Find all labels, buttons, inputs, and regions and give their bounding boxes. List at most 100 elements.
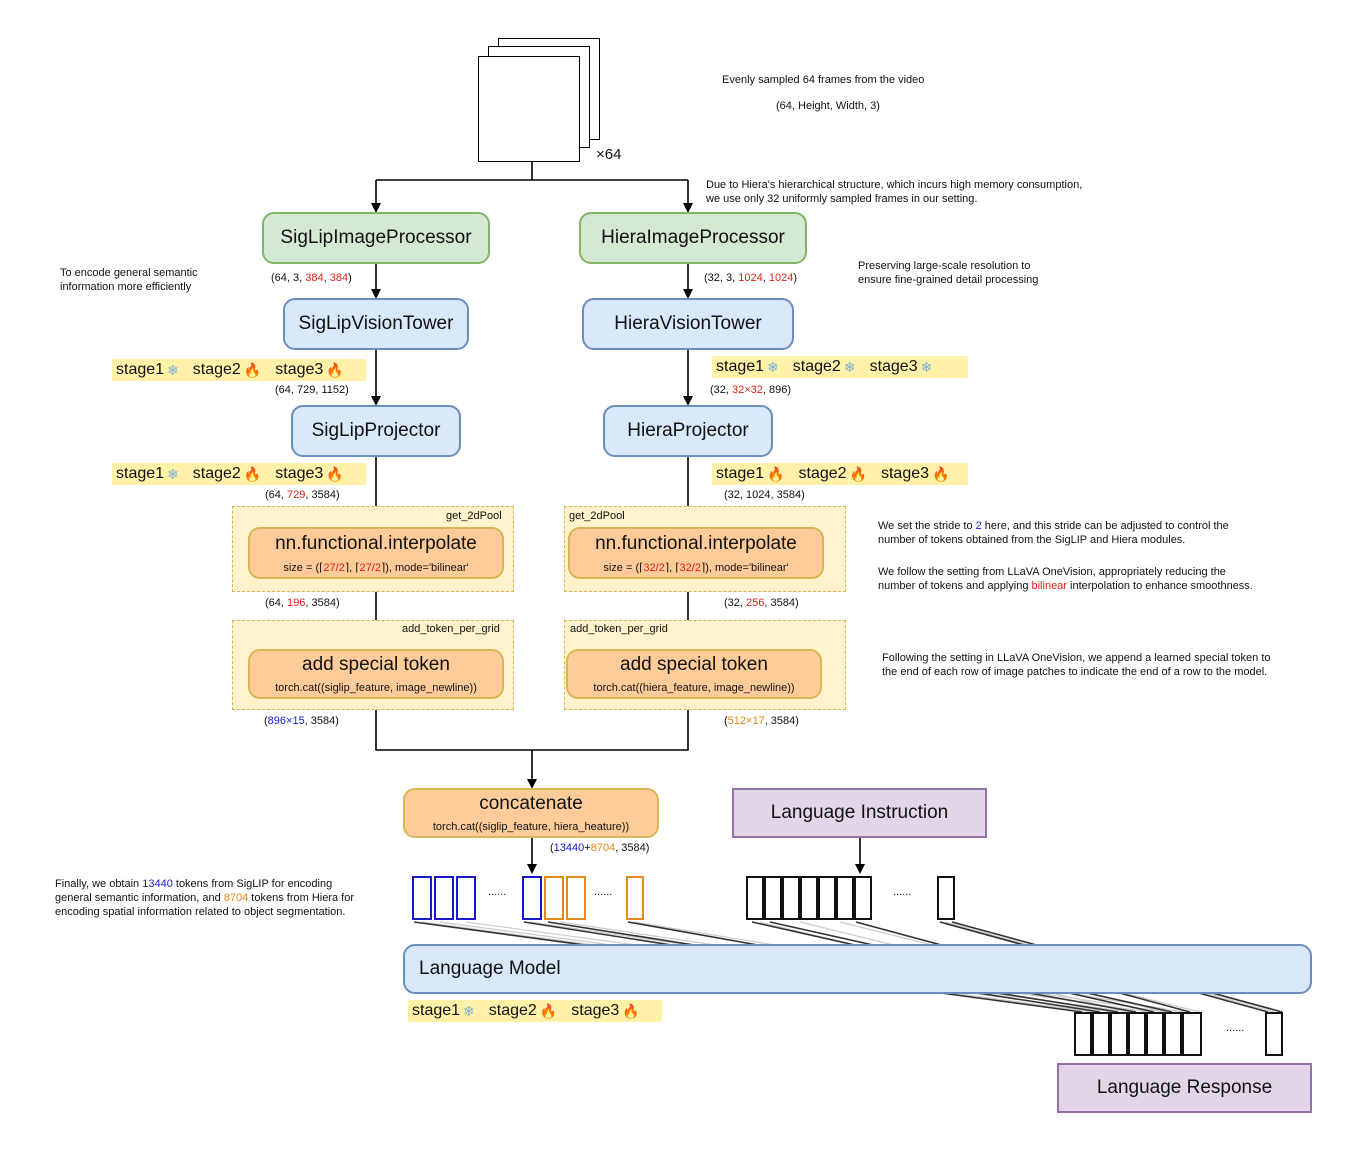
stage-item: stage3🔥: [275, 465, 344, 482]
hiera-token: [544, 876, 564, 920]
snowflake-icon: ❄: [167, 361, 179, 378]
hiera-memory-note: Due to Hiera's hierarchical structure, w…: [706, 179, 1083, 205]
language-model-stages: stage1❄ stage2🔥 stage3🔥: [408, 1000, 662, 1022]
instruction-token: [937, 876, 955, 920]
fire-icon: 🔥: [326, 361, 344, 378]
hiera-tower-stages: stage1❄ stage2❄ stage3❄: [712, 356, 968, 378]
siglip-projector-dim: (64, 729, 3584): [265, 489, 340, 501]
siglip-interpolate-args: size = (⌈27/2⌉, ⌈27/2⌉), mode='bilinear': [283, 561, 469, 574]
siglip-pool-dim: (64, 196, 3584): [265, 597, 340, 609]
frames-shape: (64, Height, Width, 3): [776, 100, 880, 112]
hiera-pool-label: get_2dPool: [569, 510, 625, 522]
hiera-vision-tower: HieraVisionTower: [582, 298, 794, 350]
response-token: [1110, 1012, 1128, 1056]
fire-icon: 🔥: [622, 1002, 640, 1019]
siglip-token-dim: (896×15, 3584): [264, 715, 339, 727]
siglip-tower-stages: stage1❄ stage2🔥 stage3🔥: [112, 359, 366, 381]
siglip-token: [412, 876, 432, 920]
bilinear-note: We follow the setting from LLaVA OneVisi…: [878, 566, 1253, 592]
response-ellipsis: ......: [1226, 1022, 1245, 1034]
hiera-image-processor: HieraImageProcessor: [579, 212, 807, 264]
fire-icon: 🔥: [849, 465, 867, 482]
response-token: [1265, 1012, 1283, 1056]
fire-icon: 🔥: [326, 465, 344, 482]
concat-dim: (13440+8704, 3584): [550, 842, 650, 854]
fire-icon: 🔥: [243, 361, 262, 378]
instruction-token: [782, 876, 800, 920]
siglip-interpolate: nn.functional.interpolate size = (⌈27/2⌉…: [248, 527, 504, 579]
siglip-tower-dim: (64, 729, 1152): [275, 384, 349, 396]
instruction-token: [764, 876, 782, 920]
stage-item: stage3🔥: [275, 361, 344, 378]
stage-item: stage2🔥: [798, 465, 867, 482]
stride-note: We set the stride to 2 here, and this st…: [878, 520, 1229, 546]
stage-item: stage2❄: [792, 358, 856, 375]
hiera-ellipsis: ......: [594, 886, 613, 898]
siglip-add-special-token: add special token torch.cat((siglip_feat…: [248, 649, 504, 699]
snowflake-icon: ❄: [843, 358, 856, 375]
fire-icon: 🔥: [243, 465, 262, 482]
instruction-token: [746, 876, 764, 920]
response-token: [1164, 1012, 1182, 1056]
snowflake-icon: ❄: [767, 358, 779, 375]
stage-item: stage1🔥: [716, 465, 785, 482]
hiera-token: [566, 876, 586, 920]
siglip-pool-label: get_2dPool: [446, 510, 502, 522]
siglip-processor-dim: (64, 3, 384, 384): [271, 272, 352, 284]
response-token: [1092, 1012, 1110, 1056]
stage-item: stage1❄: [116, 361, 179, 378]
stage-item: stage1❄: [412, 1002, 475, 1019]
concatenate-block: concatenate torch.cat((siglip_feature, h…: [403, 788, 659, 838]
siglip-projector: SigLipProjector: [291, 405, 461, 457]
frames-note: Evenly sampled 64 frames from the video: [722, 74, 925, 86]
response-token: [1182, 1012, 1202, 1056]
siglip-image-processor: SigLipImageProcessor: [262, 212, 490, 264]
fire-icon: 🔥: [767, 465, 785, 482]
snowflake-icon: ❄: [463, 1002, 475, 1019]
hiera-pool-dim: (32, 256, 3584): [724, 597, 799, 609]
stage-item: stage2🔥: [192, 465, 262, 482]
siglip-efficiency-note: To encode general semantic information m…: [60, 267, 198, 293]
hiera-projector: HieraProjector: [603, 405, 773, 457]
hiera-interpolate-args: size = (⌈32/2⌉, ⌈32/2⌉), mode='bilinear': [603, 561, 789, 574]
hiera-projector-dim: (32, 1024, 3584): [724, 489, 805, 501]
instruction-token: [800, 876, 818, 920]
language-model: Language Model: [403, 944, 1312, 994]
stage-item: stage2🔥: [192, 361, 262, 378]
response-token: [1128, 1012, 1146, 1056]
siglip-ellipsis: ......: [488, 886, 507, 898]
siglip-grid-label: add_token_per_grid: [402, 623, 500, 635]
stage-item: stage1❄: [716, 358, 779, 375]
hiera-token-dim: (512×17, 3584): [724, 715, 799, 727]
special-token-note: Following the setting in LLaVA OneVision…: [882, 652, 1271, 678]
hiera-tower-dim: (32, 32×32, 896): [710, 384, 792, 396]
hiera-add-special-token: add special token torch.cat((hiera_featu…: [566, 649, 822, 699]
stage-item: stage3❄: [869, 358, 933, 375]
response-token: [1146, 1012, 1164, 1056]
stage-item: stage3🔥: [571, 1002, 640, 1019]
language-instruction: Language Instruction: [732, 788, 987, 838]
frame-front: [478, 56, 580, 162]
snowflake-icon: ❄: [167, 465, 179, 482]
stage-item: stage2🔥: [488, 1002, 558, 1019]
hiera-token: [626, 876, 644, 920]
fire-icon: 🔥: [932, 465, 950, 482]
instruction-token: [836, 876, 854, 920]
hiera-projector-stages: stage1🔥 stage2🔥 stage3🔥: [712, 463, 968, 485]
stage-item: stage1❄: [116, 465, 179, 482]
hiera-processor-dim: (32, 3, 1024, 1024): [704, 272, 798, 284]
fire-icon: 🔥: [539, 1002, 558, 1019]
siglip-vision-tower: SigLipVisionTower: [283, 298, 469, 350]
hiera-interpolate: nn.functional.interpolate size = (⌈32/2⌉…: [568, 527, 824, 579]
hiera-grid-label: add_token_per_grid: [570, 623, 668, 635]
instruction-token: [854, 876, 872, 920]
stage-item: stage3🔥: [880, 465, 950, 482]
siglip-token: [434, 876, 454, 920]
frame-multiplier: ×64: [596, 146, 622, 163]
language-response: Language Response: [1057, 1063, 1312, 1113]
instruction-token: [818, 876, 836, 920]
siglip-projector-stages: stage1❄ stage2🔥 stage3🔥: [112, 463, 366, 485]
instruction-ellipsis: ......: [893, 886, 912, 898]
final-note: Finally, we obtain 13440 tokens from Sig…: [55, 878, 355, 918]
response-token: [1074, 1012, 1092, 1056]
